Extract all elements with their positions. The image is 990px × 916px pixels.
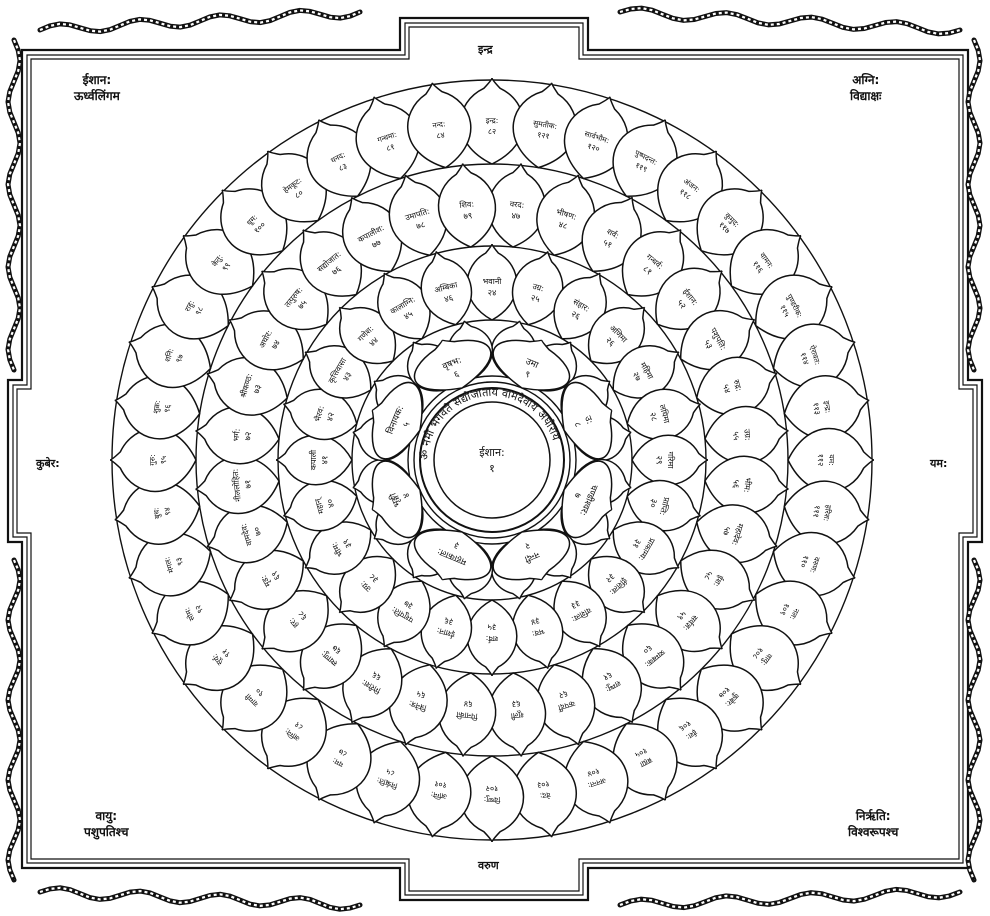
corner-bottom-right: निर्ऋति: विश्वरूपश्च	[848, 808, 898, 840]
serpent-body	[40, 10, 360, 31]
edge-top-label: इन्द्र	[478, 42, 493, 57]
center-number: १	[489, 462, 495, 475]
petal-name: वेद:	[539, 790, 551, 801]
petal-number: ८४	[436, 130, 446, 140]
petal-name: यम:	[827, 454, 836, 465]
corner-top-left: ईशान: ऊर्ध्वलिंगम	[74, 72, 120, 104]
petal-number: ११२	[816, 454, 825, 466]
edge-right-label: यम:	[930, 456, 947, 471]
petal-name: गरिमा	[666, 452, 676, 470]
corner-bottom-left: वायु: पशुपतिश्च	[84, 808, 128, 840]
corner-direction-label: निर्ऋति:	[848, 808, 898, 824]
petal-number: १०२	[486, 784, 498, 793]
petal-number: २९	[654, 456, 664, 465]
petal-number: ६३	[511, 698, 521, 709]
petal-number: ७९	[463, 211, 473, 222]
petal-number: ७२	[243, 431, 254, 441]
corner-direction-label: अग्नि:	[850, 72, 881, 88]
lotus-petal: शर्व: ३५	[467, 600, 517, 676]
petal-number: ८२	[488, 127, 496, 136]
petal-number: ३५	[488, 622, 497, 632]
petal-name: इन्द्र:	[486, 116, 499, 125]
petal-name: भीम:	[742, 477, 753, 493]
corner-direction-label: वायु:	[84, 808, 128, 824]
petal-name: गुरु:	[148, 454, 158, 465]
petal-name: भवानी	[483, 276, 503, 286]
corner-name-label: विद्याक्षः	[850, 88, 881, 104]
petal-name: शर्व:	[486, 634, 499, 644]
petal-name: शिव:	[459, 199, 475, 210]
serpent-body	[968, 40, 980, 370]
petal-number: ७१	[243, 479, 254, 489]
corner-name-label: पशुपतिश्च	[84, 824, 128, 840]
petal-number: २४	[488, 289, 497, 299]
petal-number: ९४	[162, 507, 172, 517]
petal-name: भर्ग:	[231, 428, 242, 442]
petal-name: कपाली	[308, 449, 318, 470]
corner-direction-label: ईशान:	[74, 72, 120, 88]
lotus-petal: कपाली४१	[276, 435, 352, 485]
petal-number: ४१	[321, 456, 331, 465]
petal-number: ६४	[463, 698, 473, 709]
petal-number: ४७	[511, 211, 521, 222]
lotus-petal: भवानी २४	[467, 244, 517, 320]
petal-name: विष्णु:	[484, 794, 500, 804]
corner-name-label: ऊर्ध्वलिंगम	[74, 88, 120, 104]
corner-top-right: अग्नि: विद्याक्षः	[850, 72, 881, 104]
lotus-petal: गरिमा२९	[632, 435, 708, 485]
petal-number: ९६	[162, 404, 172, 414]
serpent-scales	[620, 8, 960, 34]
petal-number: ५५	[730, 431, 741, 441]
petal-name: वरद:	[509, 200, 524, 210]
center-inner-label: ईशान:	[479, 446, 505, 459]
petal-name: उग्र:	[742, 429, 752, 441]
corner-name-label: विश्वरूपश्च	[848, 824, 898, 840]
petal-number: ५६	[730, 479, 741, 489]
edge-bottom-label: वरुण	[478, 858, 499, 873]
lotus-petal: शिव:७९	[434, 161, 499, 250]
petal-number: ९५	[159, 456, 168, 464]
serpent-body	[40, 888, 360, 909]
serpent-body	[8, 40, 20, 370]
center-circle: ॐ नमो भगवते सद्योजाताय वामदेवाय अघोरायईश…	[418, 386, 564, 532]
edge-left-label: कुबेर:	[36, 456, 60, 471]
